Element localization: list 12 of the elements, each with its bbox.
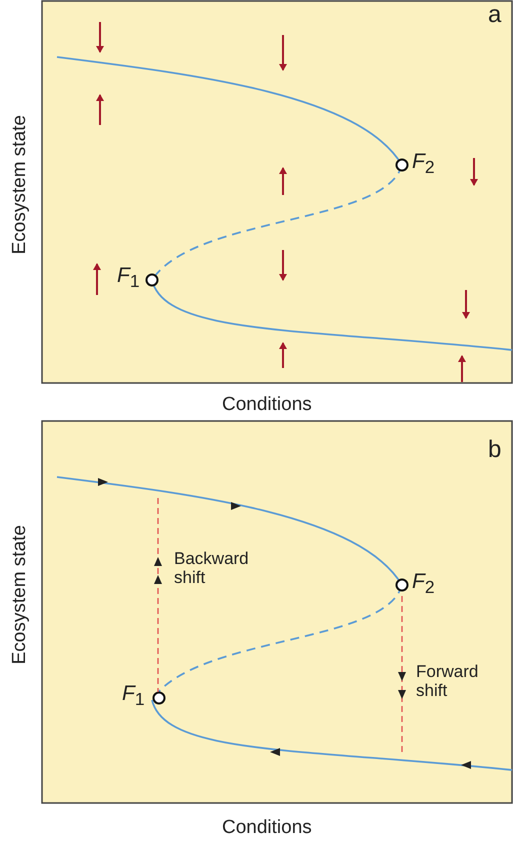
point-label: F$_{1}$ — [122, 682, 145, 710]
panel-letter: b — [488, 437, 502, 464]
axis-label: Conditions — [222, 395, 312, 416]
point-label: F$_{2}$ — [412, 150, 435, 178]
axis-label: Ecosystem state — [10, 115, 31, 254]
axis-label: Conditions — [222, 818, 312, 839]
annotation-text: Forward shift — [416, 663, 480, 700]
axis-label: Ecosystem state — [10, 525, 31, 664]
point-label: F$_{1}$ — [117, 264, 140, 292]
point-label: F$_{2}$ — [412, 570, 435, 598]
panel-letter: a — [488, 2, 502, 28]
annotation-text: Backward shift — [174, 550, 250, 588]
